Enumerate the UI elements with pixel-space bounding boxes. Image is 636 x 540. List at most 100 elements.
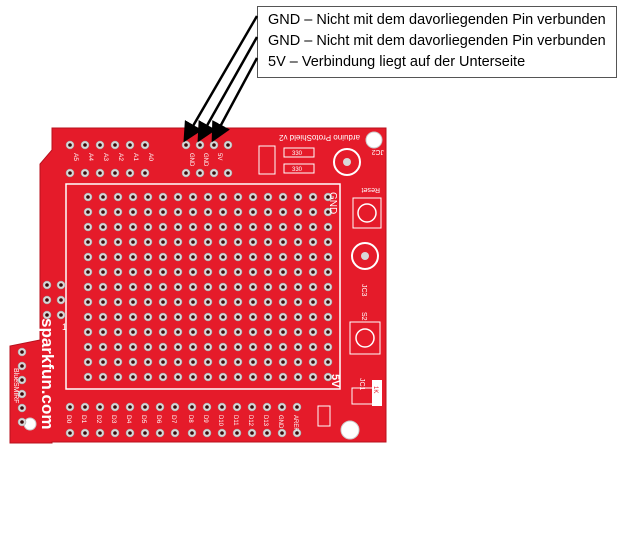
proto-hole-drill [101, 375, 105, 379]
proto-hole-drill [266, 210, 270, 214]
digital-pin-label: D13 [262, 415, 268, 427]
proto-hole-drill [161, 345, 165, 349]
proto-hole-drill [251, 330, 255, 334]
analog-pin-drill [98, 171, 102, 175]
five-v-rail-label: 5V [329, 374, 341, 388]
proto-hole-drill [296, 225, 300, 229]
jc3-label: JC3 [360, 284, 367, 297]
pin-one-marker: 1 [62, 322, 67, 332]
digital-pin-drill [235, 405, 239, 409]
jc1-label: JC1 [358, 378, 365, 391]
proto-hole-drill [101, 360, 105, 364]
digital-pin-drill [205, 405, 209, 409]
proto-hole-drill [191, 240, 195, 244]
proto-hole-drill [281, 210, 285, 214]
proto-hole-drill [206, 195, 210, 199]
analog-pin-drill [83, 171, 87, 175]
proto-hole-drill [131, 345, 135, 349]
proto-hole-drill [101, 270, 105, 274]
proto-hole-drill [251, 270, 255, 274]
proto-hole-drill [101, 195, 105, 199]
proto-hole-drill [146, 375, 150, 379]
proto-hole-drill [206, 270, 210, 274]
proto-hole-drill [206, 255, 210, 259]
analog-pin-drill [143, 143, 147, 147]
proto-hole-drill [221, 300, 225, 304]
digital-pin-drill [68, 431, 72, 435]
proto-hole-drill [206, 360, 210, 364]
side-header [42, 280, 66, 320]
digital-pin-label: D10 [217, 415, 223, 427]
proto-hole-drill [86, 225, 90, 229]
proto-hole-drill [266, 360, 270, 364]
analog-pin-label: A0 [147, 153, 154, 161]
proto-hole-drill [146, 300, 150, 304]
proto-hole-drill [86, 375, 90, 379]
digital-pin-label: GND [277, 415, 283, 429]
proto-hole-drill [146, 195, 150, 199]
proto-hole-drill [206, 345, 210, 349]
digital-pin-drill [158, 431, 162, 435]
proto-hole-drill [146, 225, 150, 229]
analog-pin-drill [128, 143, 132, 147]
proto-hole-drill [296, 315, 300, 319]
proto-hole-drill [311, 345, 315, 349]
proto-hole-drill [146, 240, 150, 244]
proto-hole-drill [311, 255, 315, 259]
proto-hole-drill [251, 360, 255, 364]
proto-hole-drill [176, 315, 180, 319]
proto-hole-drill [116, 195, 120, 199]
proto-hole-drill [161, 285, 165, 289]
proto-hole-drill [131, 285, 135, 289]
proto-hole-drill [326, 195, 330, 199]
power-pin-label: GND [202, 153, 208, 167]
s2-label: S2 [360, 312, 367, 321]
proto-hole-drill [326, 360, 330, 364]
digital-pin-label: D6 [155, 415, 162, 424]
digital-pin-drill [250, 405, 254, 409]
annotation-arrow-1 [183, 15, 259, 143]
proto-hole-drill [191, 360, 195, 364]
proto-hole-drill [221, 255, 225, 259]
proto-hole-drill [326, 330, 330, 334]
proto-hole-drill [86, 270, 90, 274]
proto-hole-drill [251, 225, 255, 229]
proto-hole-drill [146, 210, 150, 214]
bluesmirf-pin-drill [20, 420, 24, 424]
proto-hole-drill [176, 360, 180, 364]
proto-hole-drill [131, 315, 135, 319]
proto-hole-drill [251, 255, 255, 259]
bluesmirf-pin-drill [20, 406, 24, 410]
proto-hole-drill [236, 210, 240, 214]
digital-pin-drill [128, 405, 132, 409]
bluesmirf-pin-drill [20, 378, 24, 382]
proto-hole-drill [146, 270, 150, 274]
proto-hole-drill [116, 210, 120, 214]
proto-hole-drill [311, 285, 315, 289]
led-jumper-box [258, 145, 276, 175]
proto-hole-drill [221, 360, 225, 364]
proto-hole-drill [251, 195, 255, 199]
resistor-footprint-2 [283, 163, 315, 174]
proto-hole-drill [86, 345, 90, 349]
proto-hole-drill [311, 330, 315, 334]
proto-hole-drill [86, 255, 90, 259]
digital-pin-drill [113, 405, 117, 409]
proto-hole-drill [206, 330, 210, 334]
proto-hole-drill [311, 270, 315, 274]
proto-hole-drill [266, 375, 270, 379]
proto-hole-drill [266, 195, 270, 199]
proto-hole-drill [311, 300, 315, 304]
power-pin-drill [184, 143, 188, 147]
bluesmirf-pin-drill [20, 364, 24, 368]
digital-pin-label: D1 [80, 415, 87, 424]
side-pin-drill [45, 298, 49, 302]
resistor-label-2: 330 [292, 167, 303, 173]
proto-hole-drill [101, 330, 105, 334]
digital-pin-drill [220, 405, 224, 409]
one-k-label: 1K [372, 386, 378, 393]
digital-pin-drill [68, 405, 72, 409]
proto-hole-drill [101, 240, 105, 244]
